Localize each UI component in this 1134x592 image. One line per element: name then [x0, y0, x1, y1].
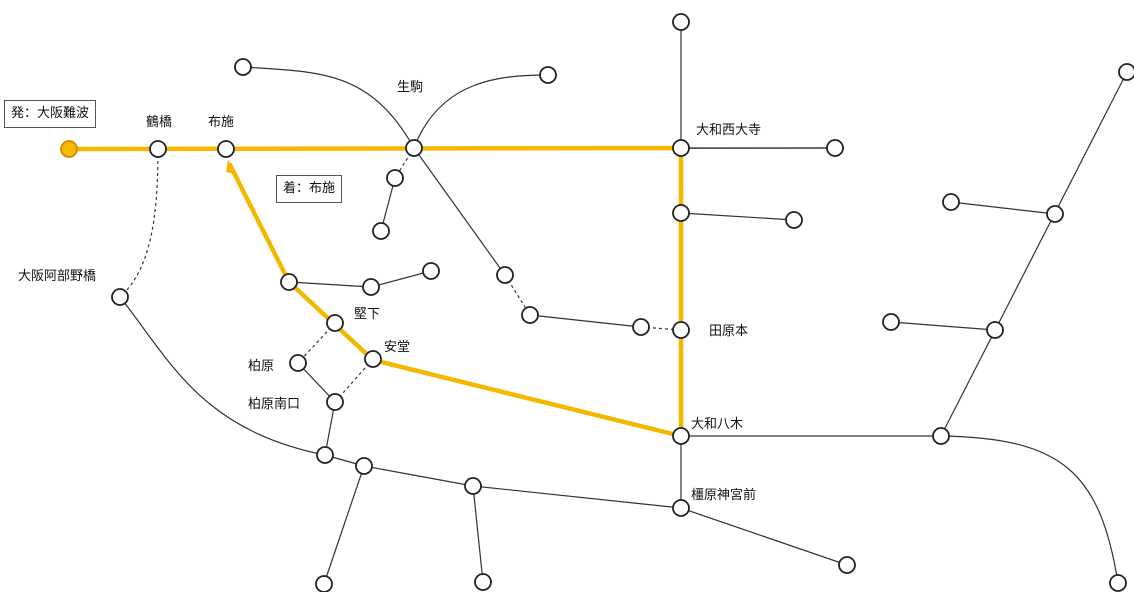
station-tsuruhashi[interactable] [149, 140, 167, 158]
station-ikoma[interactable] [405, 139, 423, 157]
track-ne-branch-1 [950, 201, 1056, 215]
route-path [66, 145, 684, 439]
station-node[interactable] [826, 139, 844, 157]
station-node[interactable] [672, 13, 690, 31]
station-node[interactable] [316, 446, 334, 464]
track-minami-down [324, 401, 336, 456]
track-lines [68, 22, 1128, 585]
station-kashiwara-minamiguchi[interactable] [326, 393, 344, 411]
station-fuse[interactable] [217, 140, 235, 158]
station-node[interactable] [464, 477, 482, 495]
station-node[interactable] [1118, 63, 1134, 81]
track-kashiwara-branch [288, 281, 372, 288]
station-node[interactable] [372, 222, 390, 240]
station-ando[interactable] [364, 350, 382, 368]
origin-box: 発：大阪難波 [4, 100, 97, 128]
track-saidaiji-branch [680, 212, 795, 221]
destination-box: 着：布施 [276, 175, 343, 203]
station-node[interactable] [386, 169, 404, 187]
station-node[interactable] [474, 573, 492, 591]
station-node[interactable] [1109, 574, 1127, 592]
label-ando: 安堂 [384, 340, 410, 355]
station-node[interactable] [362, 278, 380, 296]
track-kashiwara-minami [297, 362, 336, 403]
station-node[interactable] [882, 313, 900, 331]
track-ikoma-west [242, 66, 415, 149]
track-south-2 [472, 485, 484, 583]
station-katashimo[interactable] [326, 314, 344, 332]
station-yamato-saidaiji[interactable] [672, 139, 690, 157]
station-node[interactable] [986, 321, 1004, 339]
station-node[interactable] [234, 58, 252, 76]
station-node[interactable] [785, 211, 803, 229]
station-node[interactable] [672, 204, 690, 222]
route-arrowhead [226, 160, 238, 175]
station-node[interactable] [942, 193, 960, 211]
track-minami-osaka-4 [472, 485, 682, 509]
station-node[interactable] [838, 556, 856, 574]
track-ikoma-east [413, 74, 549, 149]
station-tawaramoto[interactable] [672, 321, 690, 339]
station-osaka-namba[interactable] [60, 140, 78, 158]
track-tawaramoto-link [529, 314, 642, 328]
station-node[interactable] [539, 66, 557, 84]
label-osaka-abenobashi: 大阪阿部野橋 [18, 269, 96, 284]
station-node[interactable] [355, 457, 373, 475]
track-kashiwara-branch-2 [370, 270, 432, 288]
station-node[interactable] [632, 318, 650, 336]
station-osaka-abenobashi[interactable] [111, 288, 129, 306]
track-ikoma-south [413, 147, 506, 276]
station-kashiharajingumae[interactable] [672, 499, 690, 517]
track-ne-diagonal [940, 71, 1128, 437]
track-south-1 [323, 465, 365, 585]
station-node[interactable] [422, 262, 440, 280]
track-tsuruhashi-abeno-dash [119, 148, 159, 298]
track-yagi-east-curve [940, 435, 1119, 584]
label-tawaramoto: 田原本 [709, 324, 748, 339]
station-node[interactable] [315, 575, 333, 592]
label-tsuruhashi: 鶴橋 [146, 114, 172, 130]
label-katashimo: 堅下 [354, 307, 380, 322]
track-kashihara-se [680, 507, 848, 566]
station-node[interactable] [280, 273, 298, 291]
track-minami-osaka-3 [363, 465, 474, 487]
label-fuse: 布施 [208, 115, 234, 130]
station-node[interactable] [1046, 205, 1064, 223]
station-yamato-yagi[interactable] [672, 427, 690, 445]
track-ne-branch-2 [890, 321, 996, 331]
label-ikoma: 生駒 [397, 80, 423, 95]
stations [60, 13, 1134, 592]
label-yamato-yagi: 大和八木 [691, 417, 743, 432]
track-minami-osaka [119, 296, 326, 456]
station-node[interactable] [496, 266, 514, 284]
label-kashiwara-minamiguchi: 柏原南口 [248, 396, 300, 412]
station-node[interactable] [521, 306, 539, 324]
station-labels: 鶴橋 布施 生駒 大和西大寺 大阪阿部野橋 堅下 安堂 柏原 柏原南口 田原本 … [18, 80, 761, 503]
label-kashiharajingumae: 橿原神宮前 [691, 487, 756, 503]
highlighted-route [66, 145, 684, 439]
station-node[interactable] [932, 427, 950, 445]
station-kashiwara[interactable] [289, 354, 307, 372]
label-yamato-saidaiji: 大和西大寺 [696, 123, 761, 138]
label-kashiwara: 柏原 [248, 359, 274, 374]
track-ikoma-spur [380, 177, 396, 232]
